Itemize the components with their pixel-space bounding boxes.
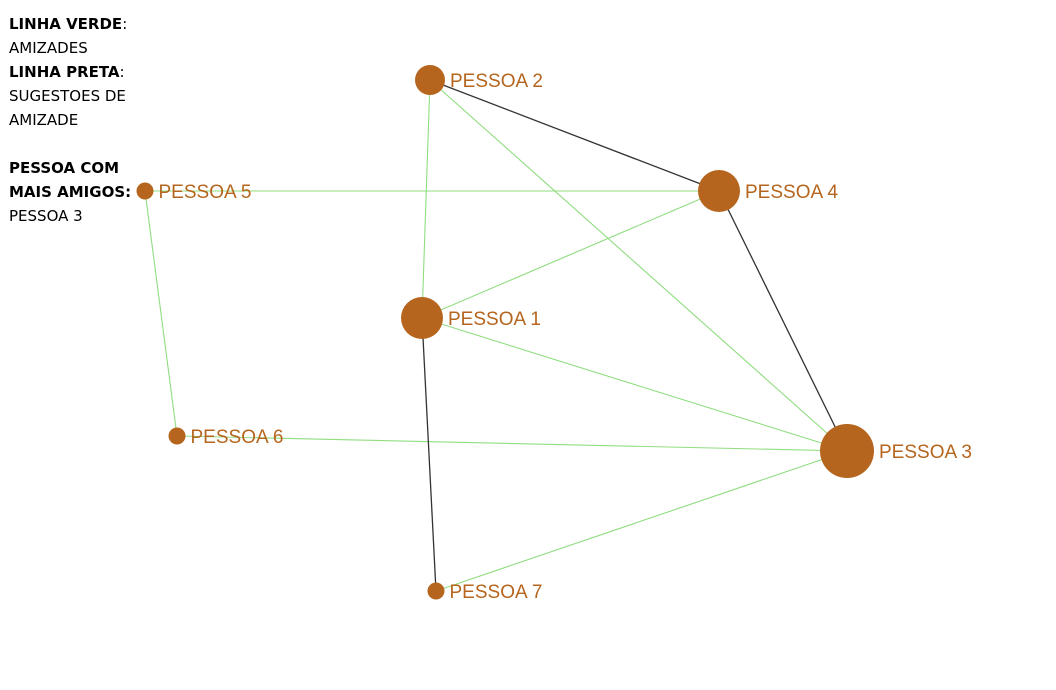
legend-green-colon: : [122, 15, 128, 33]
legend-green-description: AMIZADES [9, 39, 88, 57]
friendship-edge-p6-p3 [176, 435, 848, 452]
legend-green-line: LINHA VERDE: [9, 12, 159, 36]
legend: LINHA VERDE: AMIZADES LINHA PRETA: SUGES… [9, 12, 159, 228]
node-p4[interactable] [698, 170, 740, 212]
node-label-p3: PESSOA 3 [879, 442, 972, 463]
friendship-edge-p1-p3 [421, 317, 848, 452]
legend-green-title: LINHA VERDE [9, 15, 123, 33]
legend-most-friends-title-1: PESSOA COM [9, 159, 120, 177]
nodes-layer [136, 65, 874, 600]
node-label-p6: PESSOA 6 [191, 427, 284, 448]
legend-black-colon: : [119, 63, 125, 81]
node-label-p2: PESSOA 2 [450, 71, 543, 92]
friendship-edge-p2-p1 [421, 79, 431, 319]
node-label-p4: PESSOA 4 [745, 182, 838, 203]
legend-most-friends-title-2: MAIS AMIGOS [9, 183, 126, 201]
node-p2[interactable] [415, 65, 445, 95]
friendship-edge-p1-p4 [421, 190, 720, 319]
suggestion-edge-p1-p7 [421, 317, 437, 592]
legend-black-title: LINHA PRETA [9, 63, 120, 81]
node-label-p5: PESSOA 5 [159, 182, 252, 203]
node-p5[interactable] [136, 182, 154, 200]
node-p6[interactable] [168, 427, 186, 445]
friendship-edge-p2-p3 [429, 79, 848, 452]
legend-black-description-2: AMIZADE [9, 111, 79, 129]
friendship-edge-p7-p3 [435, 450, 848, 592]
legend-most-friends-colon: : [125, 183, 132, 201]
node-label-p7: PESSOA 7 [450, 582, 543, 603]
edges-layer [144, 79, 848, 592]
node-label-p1: PESSOA 1 [448, 309, 541, 330]
suggestion-edge-p4-p3 [718, 190, 848, 452]
node-p7[interactable] [427, 582, 445, 600]
node-p1[interactable] [401, 297, 443, 339]
labels-layer: PESSOA 1 PESSOA 2 PESSOA 3 PESSOA 4 PESSOA 5… [159, 71, 972, 603]
legend-black-description-1: SUGESTOES DE [9, 87, 126, 105]
node-p3[interactable] [820, 424, 874, 478]
legend-most-friends-line: MAIS AMIGOS: [9, 180, 159, 204]
friendship-edge-p5-p6 [144, 190, 178, 437]
legend-black-line: LINHA PRETA: [9, 60, 159, 84]
suggestion-edge-p2-p4 [429, 79, 720, 192]
legend-most-friends-value: PESSOA 3 [9, 207, 83, 225]
